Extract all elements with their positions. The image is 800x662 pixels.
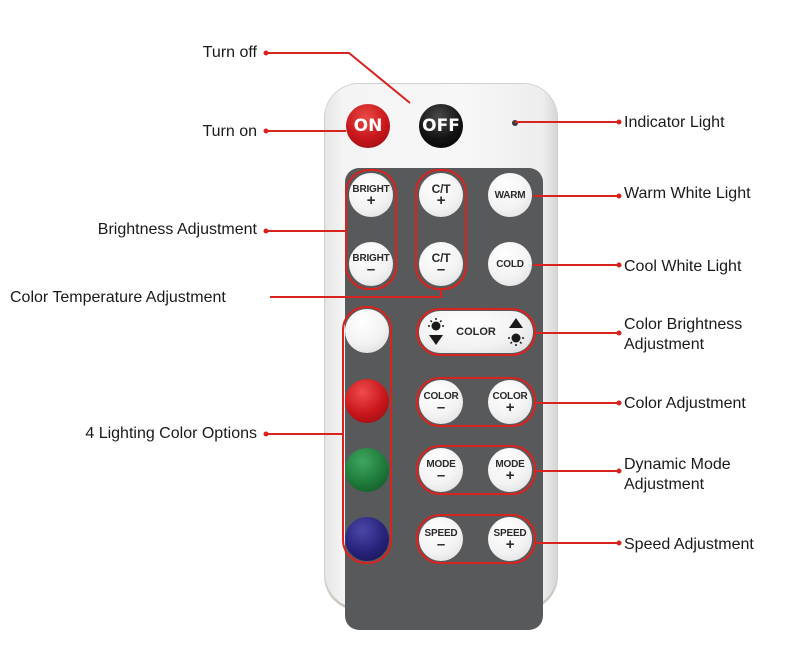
ct-plus-text: C/T: [431, 181, 451, 196]
brightness-down-icon: [425, 315, 447, 349]
label-lighting-color-options: 4 Lighting Color Options: [85, 425, 257, 442]
white-color-button[interactable]: [345, 309, 389, 353]
cold-button[interactable]: COLD: [488, 242, 532, 286]
plus-icon: +: [366, 191, 376, 209]
plus-icon: +: [505, 535, 515, 553]
minus-icon: –: [366, 260, 376, 278]
bright-minus-text: BRIGHT: [352, 252, 390, 264]
plus-icon: +: [505, 466, 515, 484]
label-dynamic-mode-line1: Dynamic Mode: [624, 456, 731, 473]
red-color-button[interactable]: [345, 379, 389, 423]
bright-plus-button[interactable]: BRIGHT +: [349, 173, 393, 217]
ct-plus-button[interactable]: C/T +: [419, 173, 463, 217]
label-dynamic-mode-adjustment: Dynamic Mode Adjustment: [624, 455, 731, 495]
mode-plus-button[interactable]: MODE +: [488, 448, 532, 492]
mode-plus-text: MODE: [495, 458, 525, 470]
label-dynamic-mode-line2: Adjustment: [624, 476, 705, 493]
remote-control: ON OFF BRIGHT + C/T + WARM BRIGHT – C/T …: [325, 84, 557, 630]
speed-minus-button[interactable]: SPEED –: [419, 517, 463, 561]
speed-plus-button[interactable]: SPEED +: [488, 517, 532, 561]
label-color-brightness-adjustment: Color Brightness Adjustment: [624, 315, 742, 355]
color-minus-text: COLOR: [423, 390, 459, 402]
ct-minus-text: C/T: [431, 250, 451, 265]
minus-icon: –: [436, 260, 446, 278]
color-brightness-button[interactable]: COLOR: [419, 311, 533, 353]
brightness-up-icon: [505, 315, 527, 349]
label-color-temperature-adjustment: Color Temperature Adjustment: [10, 289, 226, 306]
plus-icon: +: [505, 398, 515, 416]
speed-plus-text: SPEED: [493, 527, 527, 539]
minus-icon: –: [436, 535, 446, 553]
label-turn-off: Turn off: [202, 44, 257, 61]
on-button[interactable]: ON: [346, 104, 390, 148]
label-warm-white-light: Warm White Light: [624, 185, 751, 202]
mode-minus-button[interactable]: MODE –: [419, 448, 463, 492]
label-indicator-light: Indicator Light: [624, 114, 725, 131]
off-button[interactable]: OFF: [419, 104, 463, 148]
green-color-button[interactable]: [345, 448, 389, 492]
color-plus-text: COLOR: [492, 390, 528, 402]
plus-icon: +: [436, 191, 446, 209]
minus-icon: –: [436, 466, 446, 484]
bright-plus-text: BRIGHT: [352, 183, 390, 195]
minus-icon: –: [436, 398, 446, 416]
warm-button[interactable]: WARM: [488, 173, 532, 217]
label-speed-adjustment: Speed Adjustment: [624, 536, 754, 553]
blue-color-button[interactable]: [345, 517, 389, 561]
color-plus-button[interactable]: COLOR +: [488, 380, 532, 424]
ct-minus-button[interactable]: C/T –: [419, 242, 463, 286]
mode-minus-text: MODE: [426, 458, 456, 470]
label-turn-on: Turn on: [202, 123, 257, 140]
label-brightness-adjustment: Brightness Adjustment: [97, 221, 257, 238]
label-color-adjustment: Color Adjustment: [624, 395, 746, 412]
indicator-light: [512, 120, 518, 126]
label-cool-white-light: Cool White Light: [624, 258, 742, 275]
color-minus-button[interactable]: COLOR –: [419, 380, 463, 424]
color-brightness-text: COLOR: [456, 326, 496, 338]
label-color-brightness-line2: Adjustment: [624, 336, 705, 353]
label-color-brightness-line1: Color Brightness: [624, 316, 743, 333]
speed-minus-text: SPEED: [424, 527, 458, 539]
bright-minus-button[interactable]: BRIGHT –: [349, 242, 393, 286]
